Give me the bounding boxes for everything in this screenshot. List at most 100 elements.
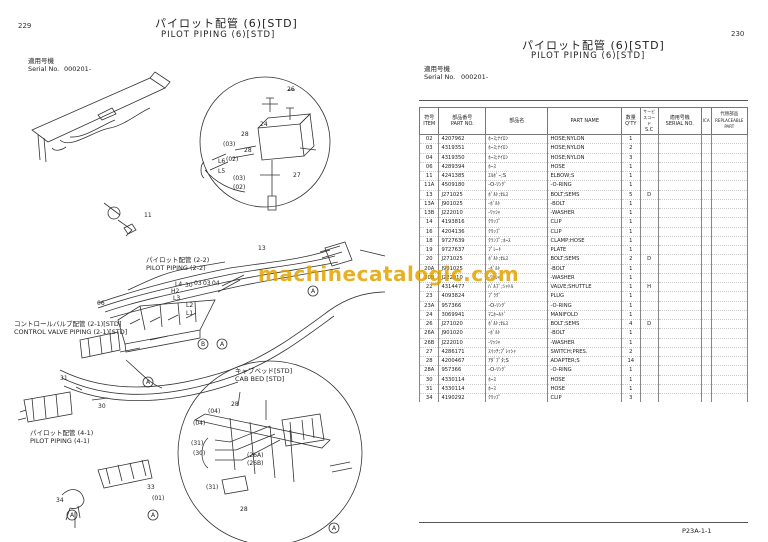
svg-text:A: A [311,288,316,295]
cell-empty [657,171,702,182]
cell-name-jp: ﾎｰｽ [485,384,549,395]
cell-item: 20 [418,254,440,265]
serial-label-jp: 適用号機 [28,57,54,65]
cell-name-jp: ﾎﾞﾙﾄ;ｾﾑｽ [485,190,549,200]
cell-qty: 2 [621,254,641,265]
cell-item: 14 [418,217,440,228]
cell-empty [710,375,749,385]
cell-part-no: 4319351 [438,143,487,154]
cell-empty [700,171,712,182]
cell-empty [700,393,712,403]
cell-sc [639,171,659,182]
cell-empty [657,208,702,219]
cell-name-jp: ﾌﾟﾗｸﾞ [485,291,549,302]
th-name-en: PART NAME [547,107,623,135]
right-title-jp: パイロット配管 (6)[STD] [522,39,665,52]
cell-sc [639,153,659,163]
cell-empty [710,190,749,200]
cell-empty [710,264,749,274]
cell-empty [657,328,702,339]
cell-name-jp: ﾎｰｽ;ﾅｲﾛﾝ [485,153,549,163]
cell-empty [657,291,702,302]
cell-sc [639,365,659,376]
callout-l5: L5 [218,168,226,175]
cell-empty [710,365,749,376]
cell-part-no: J271020 [438,319,487,330]
cell-name-en: -O-RING [547,180,623,191]
callout-30c: (30) [193,450,206,457]
cell-qty: 1 [621,245,641,256]
callout-l3: L3 [173,295,181,302]
cell-empty [657,180,702,191]
callout-13: 13 [258,245,266,252]
cell-qty: 1 [621,162,641,173]
svg-text:A: A [151,512,156,519]
cell-name-en: BOLT;SEMS [547,319,623,330]
th-name-jp: 部品名 [485,107,549,135]
callout-l6: L6 [218,158,226,165]
cell-empty [700,208,712,219]
cell-item: 22 [418,282,440,293]
cell-sc: D [639,319,659,330]
cell-name-en: CLIP [547,393,623,403]
cell-empty [700,217,712,228]
cell-name-jp: ﾌﾟﾚｰﾄ [485,245,549,256]
cell-name-en: CLAMP;HOSE [547,236,623,247]
cell-part-no: J901025 [438,199,487,210]
cell-empty [657,384,702,395]
callout-27: 27 [293,172,301,179]
cell-item: 06 [418,162,440,173]
cell-empty [700,282,712,293]
callout-26: 26 [287,86,295,93]
cell-part-no: 4319350 [438,153,487,163]
callout-cab-bed: キャブベッド[STD] CAB BED [STD] [235,367,293,383]
cell-name-en: -BOLT [547,328,623,339]
cell-empty [700,134,712,145]
cell-sc [639,236,659,247]
cell-item: 13A [418,199,440,210]
cell-empty [657,254,702,265]
cell-empty [710,227,749,237]
right-serial-value: 000201- [461,73,489,81]
cell-empty [657,375,702,385]
cell-item: 11A [418,180,440,191]
callout-03b: (03) [233,175,246,182]
cell-part-no: J271025 [438,190,487,200]
cell-sc [639,217,659,228]
cell-empty [657,365,702,376]
cell-empty [700,384,712,395]
cell-part-no: 957366 [438,365,487,376]
cell-qty: 1 [621,227,641,237]
cell-part-no: J901020 [438,328,487,339]
cell-empty [710,319,749,330]
cell-qty: 1 [621,171,641,182]
cell-name-en: HOSE;NYLON [547,143,623,154]
cell-part-no: 4509180 [438,180,487,191]
callout-26a: (26A) [247,452,264,459]
cell-item: 28A [418,365,440,376]
table-bottom-rule [419,522,748,523]
cell-empty [710,310,749,321]
cell-qty: 1 [621,301,641,311]
cell-name-jp: ﾎﾞﾙﾄ;ｾﾑｽ [485,319,549,330]
cell-sc [639,180,659,191]
th-ica: ICA [700,107,712,135]
cell-empty [710,301,749,311]
cell-empty [700,227,712,237]
cell-qty: 1 [621,236,641,247]
cell-sc [639,393,659,403]
cell-sc [639,301,659,311]
cell-sc [639,310,659,321]
cell-name-en: -O-RING [547,365,623,376]
